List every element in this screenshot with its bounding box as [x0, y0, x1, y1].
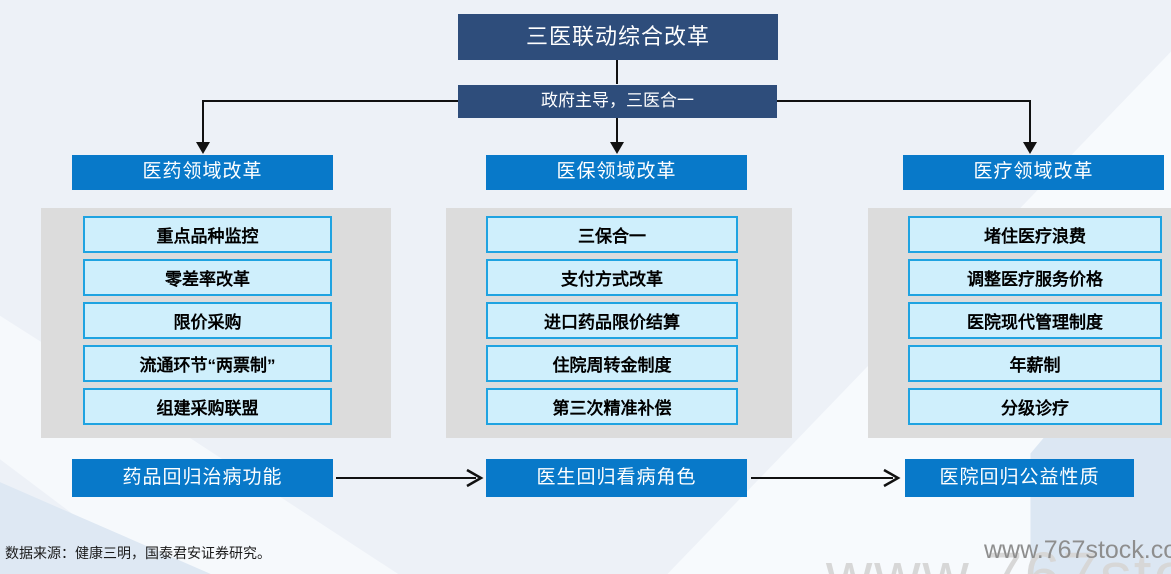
reform-item: 支付方式改革 — [486, 259, 738, 296]
branch-header-pharma: 医药领域改革 — [72, 155, 333, 190]
reform-item: 堵住医疗浪费 — [908, 216, 1162, 253]
source-note: 数据来源：健康三明，国泰君安证券研究。 — [5, 545, 271, 561]
reform-item: 进口药品限价结算 — [486, 302, 738, 339]
reform-item: 零差率改革 — [83, 259, 332, 296]
reform-item: 三保合一 — [486, 216, 738, 253]
reform-item: 调整医疗服务价格 — [908, 259, 1162, 296]
branch-header-medical: 医疗领域改革 — [903, 155, 1164, 190]
reform-item: 医院现代管理制度 — [908, 302, 1162, 339]
outcome-insurance: 医生回归看病角色 — [486, 459, 747, 497]
gov-lead-box: 政府主导，三医合一 — [458, 85, 777, 118]
reform-item: 限价采购 — [83, 302, 332, 339]
reform-item: 年薪制 — [908, 345, 1162, 382]
reform-item: 重点品种监控 — [83, 216, 332, 253]
branch-header-insurance: 医保领域改革 — [486, 155, 747, 190]
root-title-box: 三医联动综合改革 — [458, 14, 778, 60]
reform-item: 流通环节“两票制” — [83, 345, 332, 382]
outcome-medical: 医院回归公益性质 — [905, 459, 1134, 497]
reform-item: 第三次精准补偿 — [486, 388, 738, 425]
outcome-pharma: 药品回归治病功能 — [72, 459, 333, 497]
reform-item: 组建采购联盟 — [83, 388, 332, 425]
reform-item: 住院周转金制度 — [486, 345, 738, 382]
reform-item: 分级诊疗 — [908, 388, 1162, 425]
